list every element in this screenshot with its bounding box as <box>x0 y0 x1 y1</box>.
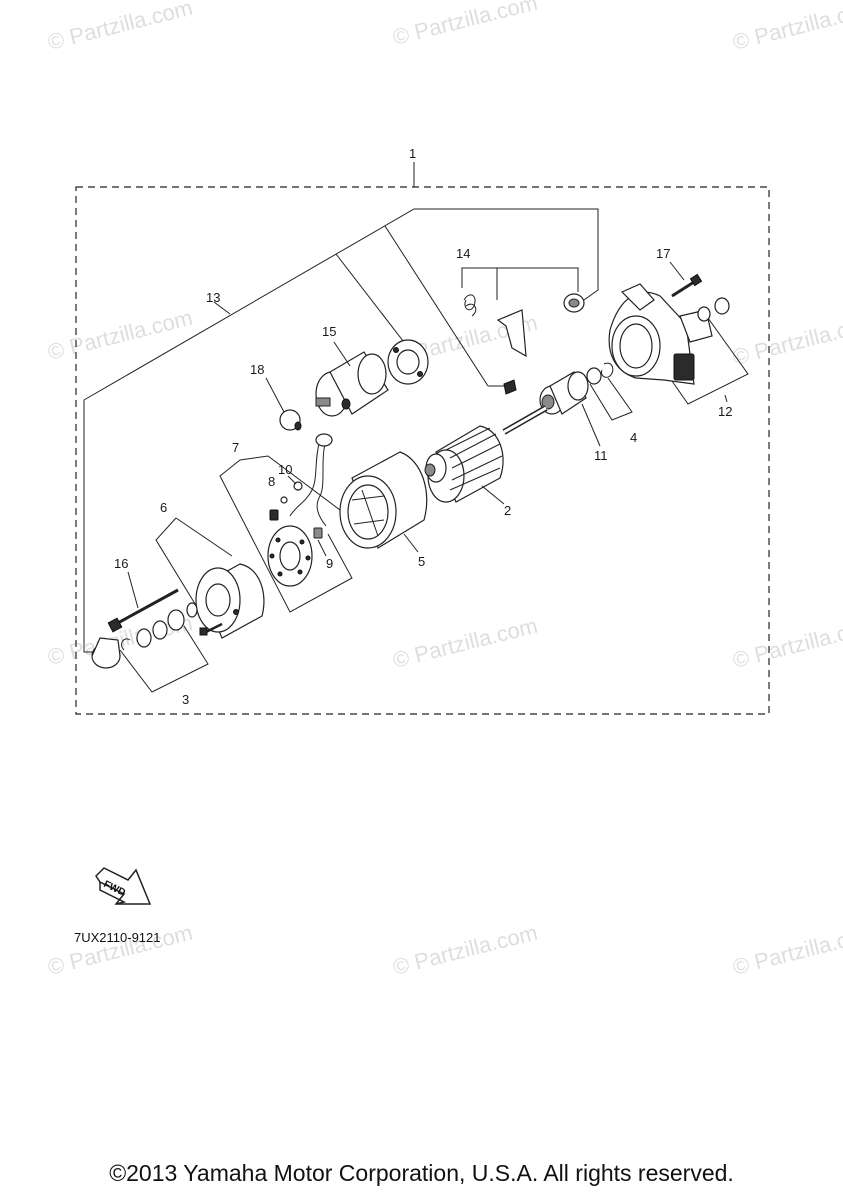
bracket-14 <box>461 267 579 292</box>
bracket-4 <box>589 377 633 421</box>
part-washers <box>121 602 198 651</box>
callout-line-2 <box>481 485 505 505</box>
bracket-13-branch <box>384 225 489 387</box>
callout-3: 3 <box>182 692 189 707</box>
callout-13: 13 <box>206 290 220 305</box>
watermark: © Partzilla.com <box>390 0 540 50</box>
part-lead-wire <box>289 439 321 517</box>
callout-16: 16 <box>114 556 128 571</box>
callouts: 2 3 4 5 6 7 8 9 10 11 12 13 14 15 16 17 … <box>114 246 732 707</box>
part-plunger <box>279 409 302 431</box>
part-bolt-17 <box>671 273 703 298</box>
bracket-3 <box>119 625 209 693</box>
part-through-bolt <box>107 588 179 633</box>
part-solenoid <box>315 351 389 417</box>
callout-line-13 <box>213 301 231 315</box>
callout-9: 9 <box>326 556 333 571</box>
part-stopper <box>586 367 602 385</box>
callout-10: 10 <box>278 462 292 477</box>
part-pinion <box>539 371 589 415</box>
watermark: © Partzilla.com <box>730 920 843 980</box>
bracket-13 <box>83 400 100 653</box>
part-yoke <box>339 451 428 549</box>
bracket-7-top <box>239 455 341 511</box>
part-grommet <box>563 293 585 313</box>
copyright-notice: ©2013 Yamaha Motor Corporation, U.S.A. A… <box>109 1160 734 1186</box>
callout-line-11 <box>581 403 601 447</box>
part-rear-cover <box>195 563 265 639</box>
part-brush-holder <box>267 509 323 587</box>
part-screw-6 <box>199 622 223 636</box>
callout-line-10 <box>287 475 297 485</box>
bracket-12-lead <box>724 394 728 403</box>
callout-line-15 <box>333 341 351 367</box>
callout-8: 8 <box>268 474 275 489</box>
callout-line-17 <box>669 261 685 281</box>
part-lead-wire <box>316 439 327 527</box>
bracket-7 <box>219 459 353 613</box>
part-terminal <box>315 433 333 447</box>
watermark: © Partzilla.com <box>45 920 195 980</box>
callout-1: 1 <box>409 146 416 161</box>
watermark: © Partzilla.com <box>390 920 540 980</box>
watermark: © Partzilla.com <box>730 310 843 370</box>
part-nut-8 <box>280 496 288 504</box>
watermark: © Partzilla.com <box>45 305 195 365</box>
part-end-cap <box>91 637 121 669</box>
bracket-6-lead <box>175 517 233 557</box>
callout-12: 12 <box>718 404 732 419</box>
callout-4: 4 <box>630 430 637 445</box>
callout-18: 18 <box>250 362 264 377</box>
callout-line-16 <box>127 571 139 609</box>
part-drive-housing <box>608 283 713 385</box>
watermark: © Partzilla.com <box>45 0 195 55</box>
watermark: © Partzilla.com <box>730 0 843 55</box>
diagram-code: 7UX2110-9121 <box>74 930 161 945</box>
callout-line-18 <box>265 377 285 413</box>
watermark: © Partzilla.com <box>390 613 540 673</box>
callout-7: 7 <box>232 440 239 455</box>
part-washer <box>697 306 711 322</box>
callout-11: 11 <box>594 448 608 463</box>
watermark: © Partzilla.com <box>730 613 843 673</box>
callout-line-5 <box>403 533 419 553</box>
part-bushing <box>714 297 730 315</box>
part-lever <box>463 294 527 358</box>
callout-15: 15 <box>322 324 336 339</box>
callout-14: 14 <box>456 246 470 261</box>
bracket-13-branch <box>335 253 411 351</box>
part-clip <box>601 362 614 378</box>
callout-17: 17 <box>656 246 670 261</box>
callout-2: 2 <box>504 503 511 518</box>
assembly-boundary <box>75 186 770 715</box>
callout-6: 6 <box>160 500 167 515</box>
bracket-13-top <box>83 208 599 401</box>
part-key <box>503 379 517 395</box>
callout-5: 5 <box>418 554 425 569</box>
callout-line-9 <box>317 539 327 557</box>
fwd-arrow-icon: FWD <box>95 867 152 905</box>
part-seal-plate <box>387 339 429 385</box>
part-armature <box>424 405 548 503</box>
